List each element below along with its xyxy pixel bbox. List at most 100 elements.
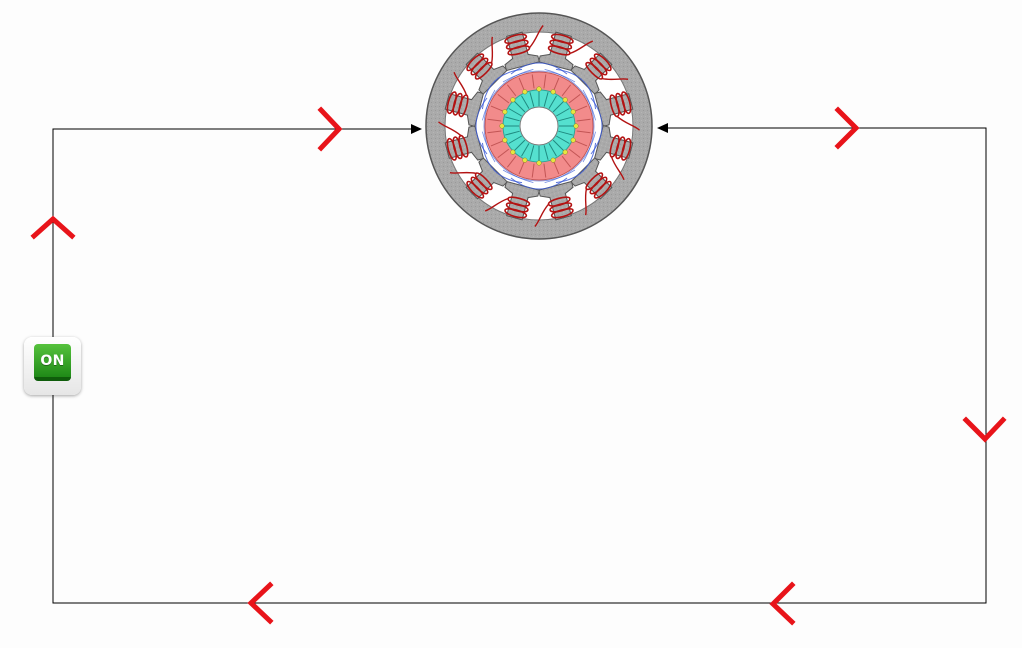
magnet-dot <box>562 97 568 103</box>
magnet-dot <box>522 157 528 163</box>
rotor-slot <box>506 155 517 168</box>
coil-loop <box>609 94 620 118</box>
rotor-slot <box>573 140 588 147</box>
stator-coil <box>446 71 469 118</box>
rotor-slot-line <box>490 105 505 112</box>
rotor-slot-line <box>506 84 517 97</box>
stator-coil <box>484 196 531 219</box>
stator-coil <box>584 172 612 216</box>
rotor-bar <box>548 143 557 157</box>
rotor-slot <box>553 160 560 175</box>
rotor-bar-line <box>521 143 530 157</box>
rotor-bar <box>529 145 535 160</box>
rotor-slot <box>497 148 510 159</box>
rotor-bar <box>521 143 530 157</box>
rotor-slot <box>561 84 572 97</box>
field-line <box>481 68 534 121</box>
wire-left-top <box>52 128 420 340</box>
coil-lead <box>438 121 462 137</box>
magnet-dot <box>502 137 508 143</box>
rotor-slot-line <box>487 118 502 122</box>
rotor-bar-line <box>552 100 565 113</box>
magnet-dot <box>499 123 505 129</box>
rotor-bar-line <box>508 135 522 144</box>
flow-arrow-left-up <box>30 215 76 240</box>
power-switch-label[interactable]: ON <box>34 344 71 381</box>
rotor-bar-line <box>521 95 530 109</box>
rotor-bar <box>558 130 573 136</box>
rotor-slot-line <box>568 93 581 104</box>
rotor-slot <box>553 77 560 92</box>
coil-loop <box>474 61 493 80</box>
circuit-wires <box>52 127 987 604</box>
coil-lead <box>490 36 494 64</box>
rotor-slot-line <box>553 160 560 175</box>
magnet-dot <box>510 149 516 155</box>
stator-coil <box>504 25 544 56</box>
power-switch[interactable]: ON <box>24 337 81 395</box>
magnet-dots <box>499 86 579 166</box>
coil-loop <box>474 172 493 191</box>
magnet-dot <box>562 149 568 155</box>
rotor-bar-line <box>548 143 557 157</box>
magnet-dot <box>510 97 516 103</box>
rotor-bar-line <box>513 139 526 152</box>
magnet-dot <box>522 89 528 95</box>
stator-coil <box>466 36 494 80</box>
rotor-bar-line <box>505 130 520 136</box>
field-line-arc <box>483 89 496 163</box>
coil-lead <box>601 77 629 81</box>
rotor-slot <box>543 74 547 89</box>
rotor-bar-line <box>552 139 565 152</box>
flow-arrows <box>30 106 1007 626</box>
rotor-bar <box>508 135 522 144</box>
rotor-slot-line <box>490 140 505 147</box>
coil-loop <box>547 45 571 56</box>
coil-loop <box>458 134 469 158</box>
rotor-slot-line <box>543 163 547 178</box>
coil-lead <box>569 40 594 55</box>
coil-lead <box>484 197 509 212</box>
stator-coil <box>609 134 632 181</box>
flow-arrow-top-right <box>834 106 860 150</box>
field-line-arc <box>482 131 534 183</box>
rotor-slot <box>518 160 525 175</box>
rotor-slot-line <box>573 140 588 147</box>
rotor-bar <box>556 108 570 117</box>
stator-coil <box>585 53 629 81</box>
field-line-arc <box>544 69 596 121</box>
rotor-bar <box>513 139 526 152</box>
rotor-bar-line <box>529 145 535 160</box>
rotor-slot <box>568 93 581 104</box>
field-line-arc <box>544 131 596 183</box>
rotor-slot <box>576 118 591 122</box>
rotor-slot <box>487 130 502 134</box>
motor-cross-section <box>425 12 653 240</box>
rotor-slot-line <box>576 130 591 134</box>
magnet-dot <box>570 137 576 143</box>
magnet-dot <box>550 89 556 95</box>
wire-left-bottom <box>52 127 987 604</box>
rotor-slot-line <box>531 163 535 178</box>
field-line-arc <box>502 169 576 182</box>
field-line-arc <box>482 69 534 121</box>
coil-loop <box>585 61 604 80</box>
rotor-slot <box>576 130 591 134</box>
coil-loop <box>609 134 620 158</box>
rotor-slot <box>573 105 588 112</box>
stator-coil <box>609 91 640 131</box>
rotor-bar <box>558 116 573 122</box>
flow-arrow-bottom-right <box>769 581 796 626</box>
rotor-slot-line <box>576 118 591 122</box>
rotor-slot-line <box>543 74 547 89</box>
rotor-slot-line <box>531 74 535 89</box>
rotor-slot <box>531 74 535 89</box>
stator-coil <box>534 196 574 227</box>
rotor-slot <box>531 163 535 178</box>
rotor-bar <box>521 95 530 109</box>
magnet-dot <box>536 160 542 166</box>
rotor-bar <box>529 92 535 107</box>
rotor-bar <box>552 139 565 152</box>
rotor-slot-line <box>518 77 525 92</box>
